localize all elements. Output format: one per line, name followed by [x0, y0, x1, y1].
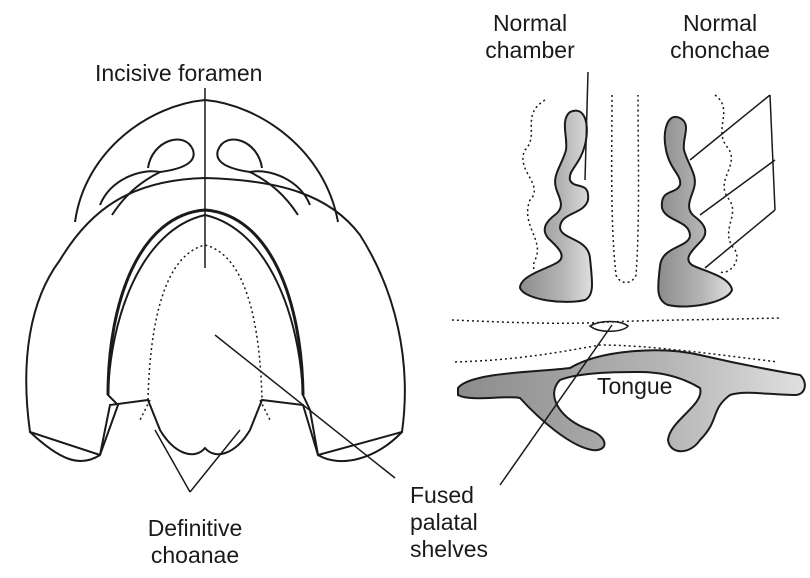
left-nostril: [148, 140, 194, 172]
dotted-inner-arch: [148, 245, 262, 400]
fused-pointer-right: [500, 325, 612, 485]
left-concha: [520, 111, 592, 302]
label-normal-chonchae: Normal chonchae: [655, 10, 785, 64]
chonchae-pointer-2: [770, 95, 775, 210]
nasal-septum: [612, 95, 639, 283]
label-tongue: Tongue: [597, 373, 672, 400]
choanae-pointer-right: [190, 430, 240, 492]
chonchae-pointer-4: [705, 210, 775, 268]
label-incisive-foramen: Incisive foramen: [95, 60, 262, 87]
palate-view: [26, 88, 405, 492]
normal-chamber-line2: chamber: [470, 37, 590, 64]
tongue-shape: [458, 350, 805, 451]
upper-face-arch: [75, 100, 338, 222]
normal-chamber-line1: Normal: [470, 10, 590, 37]
fused-pointer-left: [215, 335, 395, 478]
right-concha: [658, 117, 732, 307]
coronal-section: [452, 72, 805, 485]
definitive-line1: Definitive: [125, 515, 265, 542]
choanae-notches: [100, 400, 318, 455]
chonchae-pointer-3: [700, 160, 775, 215]
right-nostril: [217, 140, 262, 172]
fused-line2: palatal: [410, 509, 488, 536]
fused-line1: Fused: [410, 482, 488, 509]
left-dotted-concha: [523, 100, 555, 279]
label-definitive-choanae: Definitive choanae: [125, 515, 265, 569]
normal-chonchae-line1: Normal: [655, 10, 785, 37]
fused-line3: shelves: [410, 536, 488, 563]
palate-outer-outline: [26, 178, 405, 455]
definitive-line2: choanae: [125, 542, 265, 569]
right-dotted-concha: [715, 95, 737, 272]
normal-chonchae-line2: chonchae: [655, 37, 785, 64]
label-fused-palatal-shelves: Fused palatal shelves: [410, 482, 488, 563]
choanae-pointer-left: [155, 430, 190, 492]
label-normal-chamber: Normal chamber: [470, 10, 590, 64]
